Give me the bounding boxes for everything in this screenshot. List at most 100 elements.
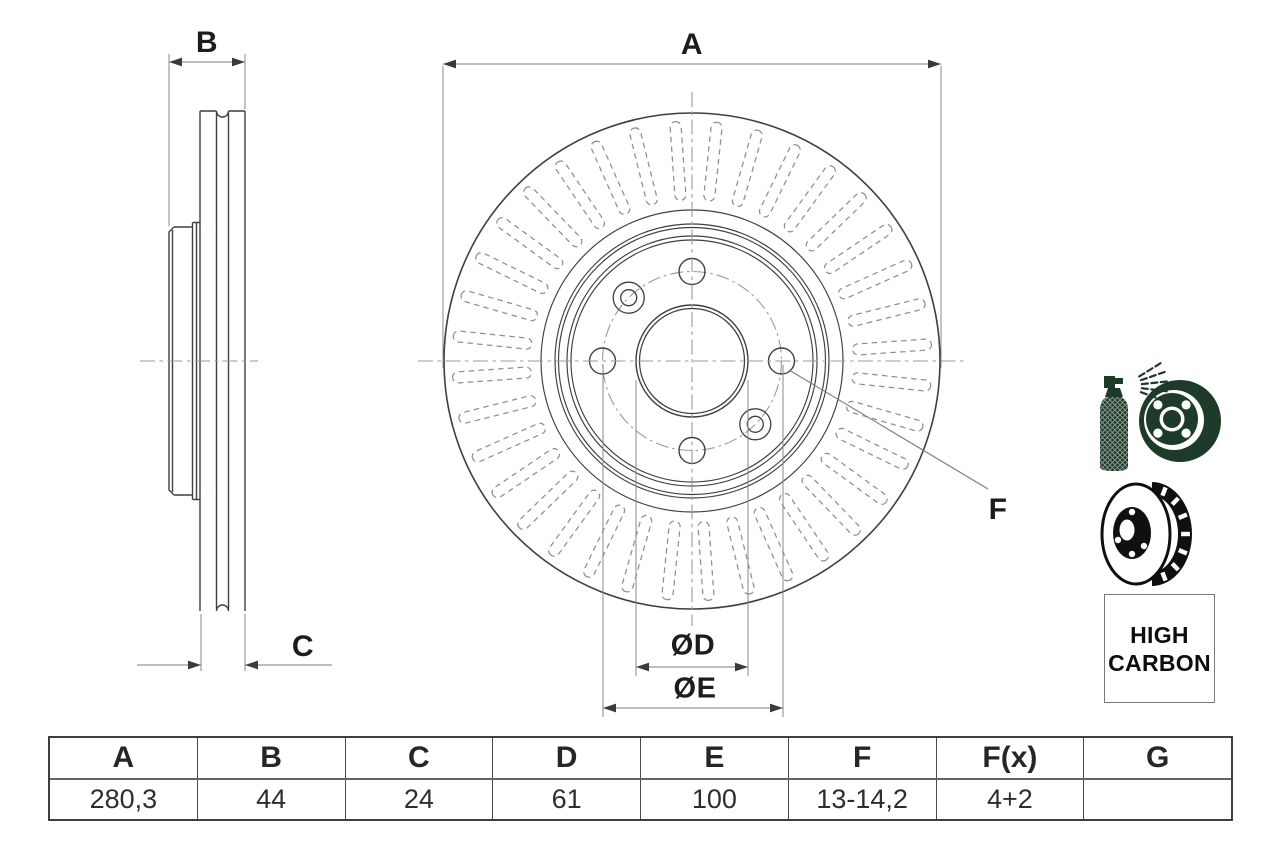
vent-slot	[590, 140, 631, 216]
vent-slot	[475, 252, 549, 295]
table-value-cell: 4+2	[937, 779, 1085, 819]
pin-hole	[612, 281, 645, 314]
icon-vent-slat	[1170, 562, 1180, 572]
vent-slot	[496, 217, 564, 270]
spray-particle	[1148, 373, 1157, 379]
spray-particle	[1146, 367, 1154, 373]
vent-slot	[731, 129, 763, 208]
centerlines	[140, 92, 968, 626]
vent-slot	[522, 186, 583, 248]
dimensions-table: A B C D E F F(x) G 280,3 44 24 61 100 13…	[48, 736, 1233, 821]
icon-bolt-hole	[1181, 400, 1191, 410]
vent-slot	[661, 520, 681, 601]
vent-slot	[583, 504, 626, 578]
icon-vented-bore	[1119, 519, 1135, 541]
table-header-row: A B C D E F F(x) G	[50, 738, 1231, 780]
dim-label-c: C	[291, 630, 315, 663]
spray-particle	[1140, 382, 1149, 386]
vent-slot	[451, 366, 533, 384]
vent-slot	[753, 506, 794, 582]
dimension-line	[788, 369, 989, 490]
spray-particle	[1139, 391, 1148, 396]
table-value-cell: 100	[641, 779, 789, 819]
dim-label-f: F	[988, 493, 1008, 526]
table-value-cell: 61	[493, 779, 641, 819]
vent-slot	[548, 489, 601, 557]
vent-slot	[758, 144, 801, 218]
vent-slot	[726, 516, 755, 595]
spray-particle	[1139, 377, 1148, 382]
vent-slot	[458, 395, 537, 424]
table-header-cell: D	[493, 738, 641, 778]
vent-slot	[837, 259, 913, 300]
dimension-arrow	[245, 660, 258, 670]
table-header-cell: F	[789, 738, 937, 778]
table-value-row: 280,3 44 24 61 100 13-14,2 4+2	[50, 779, 1231, 820]
dimension-arrow	[636, 662, 649, 672]
icon-bolt-hole	[1181, 428, 1191, 438]
icon-vent-slat	[1177, 548, 1188, 556]
spray-particle	[1159, 380, 1168, 384]
spray-particle	[1157, 370, 1166, 376]
table-header-cell: A	[50, 738, 198, 778]
vent-slot	[851, 338, 933, 356]
spray-particle	[1150, 388, 1159, 392]
vent-slot	[805, 191, 867, 252]
icon-hub-bore	[1163, 410, 1181, 428]
vented-brake-disc-icon	[1100, 482, 1192, 586]
vent-slot	[778, 492, 830, 562]
table-value-cell	[1084, 780, 1231, 820]
vent-slot	[460, 290, 539, 322]
dimension-arrow	[169, 57, 182, 67]
dim-label-a: A	[680, 28, 704, 61]
spray-can-spout	[1115, 378, 1123, 384]
icon-vent-slat	[1160, 571, 1168, 582]
spray-particle	[1140, 387, 1149, 391]
table-header-cell: B	[198, 738, 346, 778]
coated-disc-spray-icon	[1100, 362, 1221, 471]
vent-slot	[621, 514, 653, 593]
dimension-arrow	[232, 57, 245, 67]
table-value-cell: 280,3	[50, 779, 198, 819]
high-carbon-badge: HIGH CARBON	[1104, 594, 1215, 703]
table-header-cell: E	[641, 738, 789, 778]
spray-can-texture	[1100, 397, 1128, 471]
vent-slot	[823, 223, 893, 275]
vent-slot	[669, 120, 687, 202]
icon-bolt-hole	[1153, 400, 1163, 410]
icon-bolt-hole	[1114, 536, 1122, 544]
vent-slot	[847, 298, 926, 327]
dimension-arrow	[188, 660, 201, 670]
vent-slot	[801, 474, 862, 536]
spray-particle	[1154, 362, 1162, 368]
dimension-arrow	[603, 703, 616, 713]
table-value-cell: 24	[346, 779, 494, 819]
pin-hole	[739, 408, 772, 441]
table-header-cell: F(x)	[937, 738, 1085, 778]
table-header-cell: G	[1145, 740, 1170, 774]
high-carbon-line2: CARBON	[1108, 649, 1211, 676]
vent-slot	[820, 452, 888, 505]
dimension-arrow	[735, 662, 748, 672]
icon-vented-rim	[1152, 482, 1192, 586]
pin-hole-inner	[620, 289, 638, 307]
vent-slot	[452, 330, 533, 350]
dimension-arrow	[928, 59, 941, 69]
spray-can-shoulder	[1105, 388, 1123, 397]
vent-slots	[451, 120, 933, 602]
vent-slot	[851, 372, 932, 392]
icon-bolt-hole	[1153, 428, 1163, 438]
icon-vent-slat	[1170, 496, 1180, 506]
dim-label-b: B	[195, 26, 219, 59]
vent-slot	[491, 447, 561, 499]
spray-particle	[1148, 394, 1157, 399]
vent-slot	[703, 121, 723, 202]
spray-particle	[1159, 389, 1168, 393]
vent-slot	[697, 520, 715, 602]
vent-slot	[629, 127, 658, 206]
spray-particle	[1157, 397, 1166, 402]
vent-slot	[471, 422, 547, 463]
table-value-cell: 13-14,2	[789, 779, 937, 819]
icon-vent-slat	[1177, 512, 1188, 520]
vent-slot	[835, 427, 909, 470]
